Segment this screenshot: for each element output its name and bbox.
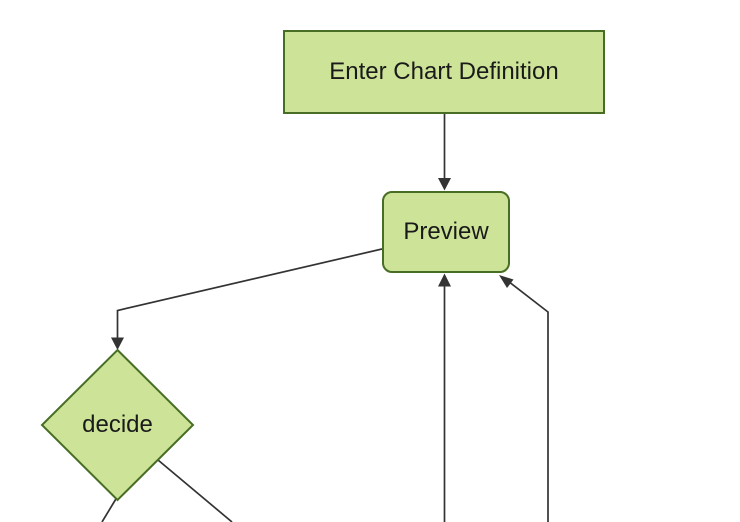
arrowhead-into-preview-corner — [499, 275, 514, 288]
arrowhead-into-decide-top — [111, 337, 124, 350]
node-preview: Preview — [382, 191, 510, 273]
node-decide-label-container: decide — [47, 405, 188, 445]
edge-preview-to-decide — [116, 248, 383, 339]
edge-offscreen-to-preview-corner — [507, 280, 549, 522]
edge-decide-to-offscreen-right — [157, 459, 233, 522]
node-enter-chart-definition: Enter Chart Definition — [283, 30, 605, 114]
node-preview-label: Preview — [403, 218, 489, 245]
arrowhead-into-preview-bottom — [438, 273, 451, 287]
edge-decide-to-offscreen-left — [101, 497, 118, 522]
node-decide-label: decide — [82, 411, 153, 438]
node-decide-shape — [40, 348, 195, 502]
node-enter-chart-definition-label: Enter Chart Definition — [329, 58, 559, 85]
arrowhead-into-preview-top — [438, 178, 451, 191]
